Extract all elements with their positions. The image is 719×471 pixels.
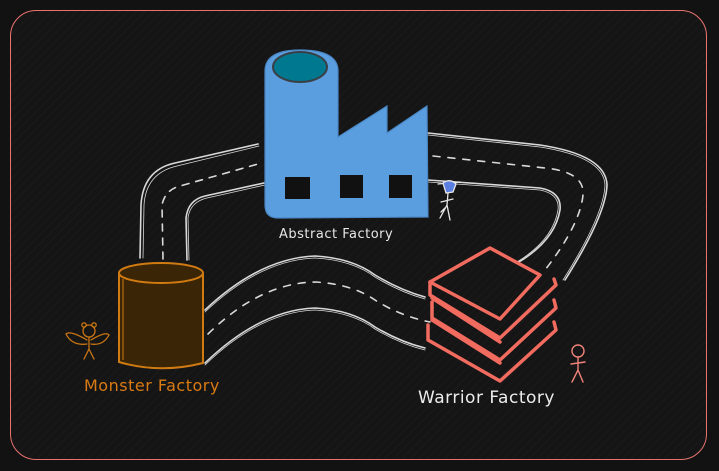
abstract-factory-icon[interactable] [264,49,429,219]
monster-factory-icon[interactable] [118,262,204,370]
stick-figure-icon [570,344,586,383]
factory-window [389,175,412,198]
warrior-factory-label: Warrior Factory [418,388,555,408]
road-abstract-monster [139,143,266,261]
warrior-factory-icon[interactable] [426,246,558,383]
abstract-factory-label: Abstract Factory [279,227,394,242]
monster-factory-label: Monster Factory [84,376,220,395]
factory-window [340,175,363,198]
road-monster-warrior [204,255,431,366]
stick-figure-with-hat-icon [437,180,461,221]
factory-window [285,177,310,199]
road-abstract-warrior [427,132,608,281]
winged-monster-icon [65,322,110,360]
